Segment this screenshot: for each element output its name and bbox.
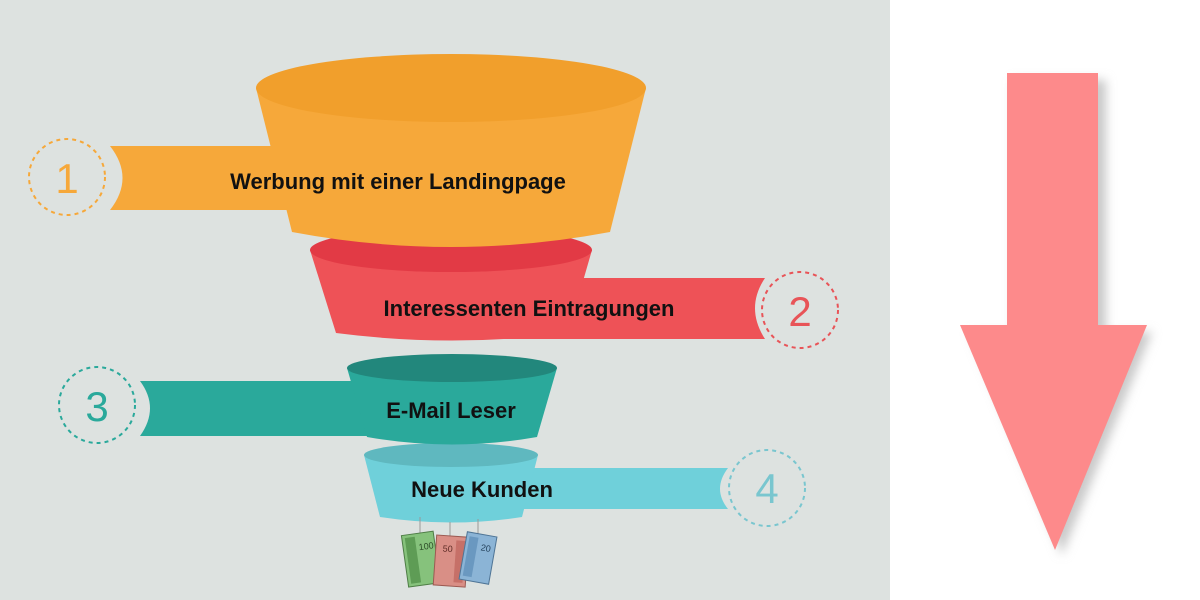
- stage-3-label: E-Mail Leser: [386, 398, 516, 423]
- stage-1-number-ring: [28, 138, 106, 216]
- banknote-100: 100: [400, 530, 441, 588]
- stage-1-funnel: [256, 88, 646, 232]
- stage-4: 4 Neue Kunden: [364, 443, 806, 527]
- stage-2-number-ring: [761, 271, 839, 349]
- stage-4-funnel: [364, 455, 538, 517]
- stage-2-funnel: [310, 250, 592, 333]
- stage-2-label: Interessenten Eintragungen: [384, 296, 675, 321]
- down-arrow-icon: [960, 73, 1152, 555]
- stage-3-funnel: [347, 368, 557, 437]
- stage-3-funnel-bottom: [367, 435, 537, 445]
- euro-banknotes-icon: 100 50 20: [400, 517, 498, 588]
- svg-text:20: 20: [480, 542, 492, 554]
- banknote-20: 20: [458, 531, 498, 585]
- stage-1-funnel-top: [256, 54, 646, 122]
- stage-3-number-ring: [58, 366, 136, 444]
- stage-3-number: 3: [85, 383, 108, 430]
- stage-3: 3 E-Mail Leser: [58, 354, 557, 445]
- stage-4-number: 4: [755, 465, 778, 512]
- stage-4-funnel-bottom: [380, 515, 522, 523]
- stage-3-funnel-top: [347, 354, 557, 382]
- stage-1-funnel-bottom: [292, 230, 610, 247]
- stage-4-number-ring: [728, 449, 806, 527]
- stage-4-label: Neue Kunden: [411, 477, 553, 502]
- stage-1: 1 Werbung mit einer Landingpage: [28, 54, 646, 247]
- svg-text:50: 50: [442, 543, 453, 554]
- stage-3-band: [140, 381, 420, 436]
- stage-1-label: Werbung mit einer Landingpage: [230, 169, 566, 194]
- stage-2-number: 2: [788, 288, 811, 335]
- stage-1-number: 1: [55, 155, 78, 202]
- svg-text:100: 100: [418, 540, 434, 552]
- stage-4-funnel-top: [364, 443, 538, 467]
- stage-2-funnel-bottom: [336, 331, 568, 341]
- down-arrow-shape: [960, 73, 1147, 550]
